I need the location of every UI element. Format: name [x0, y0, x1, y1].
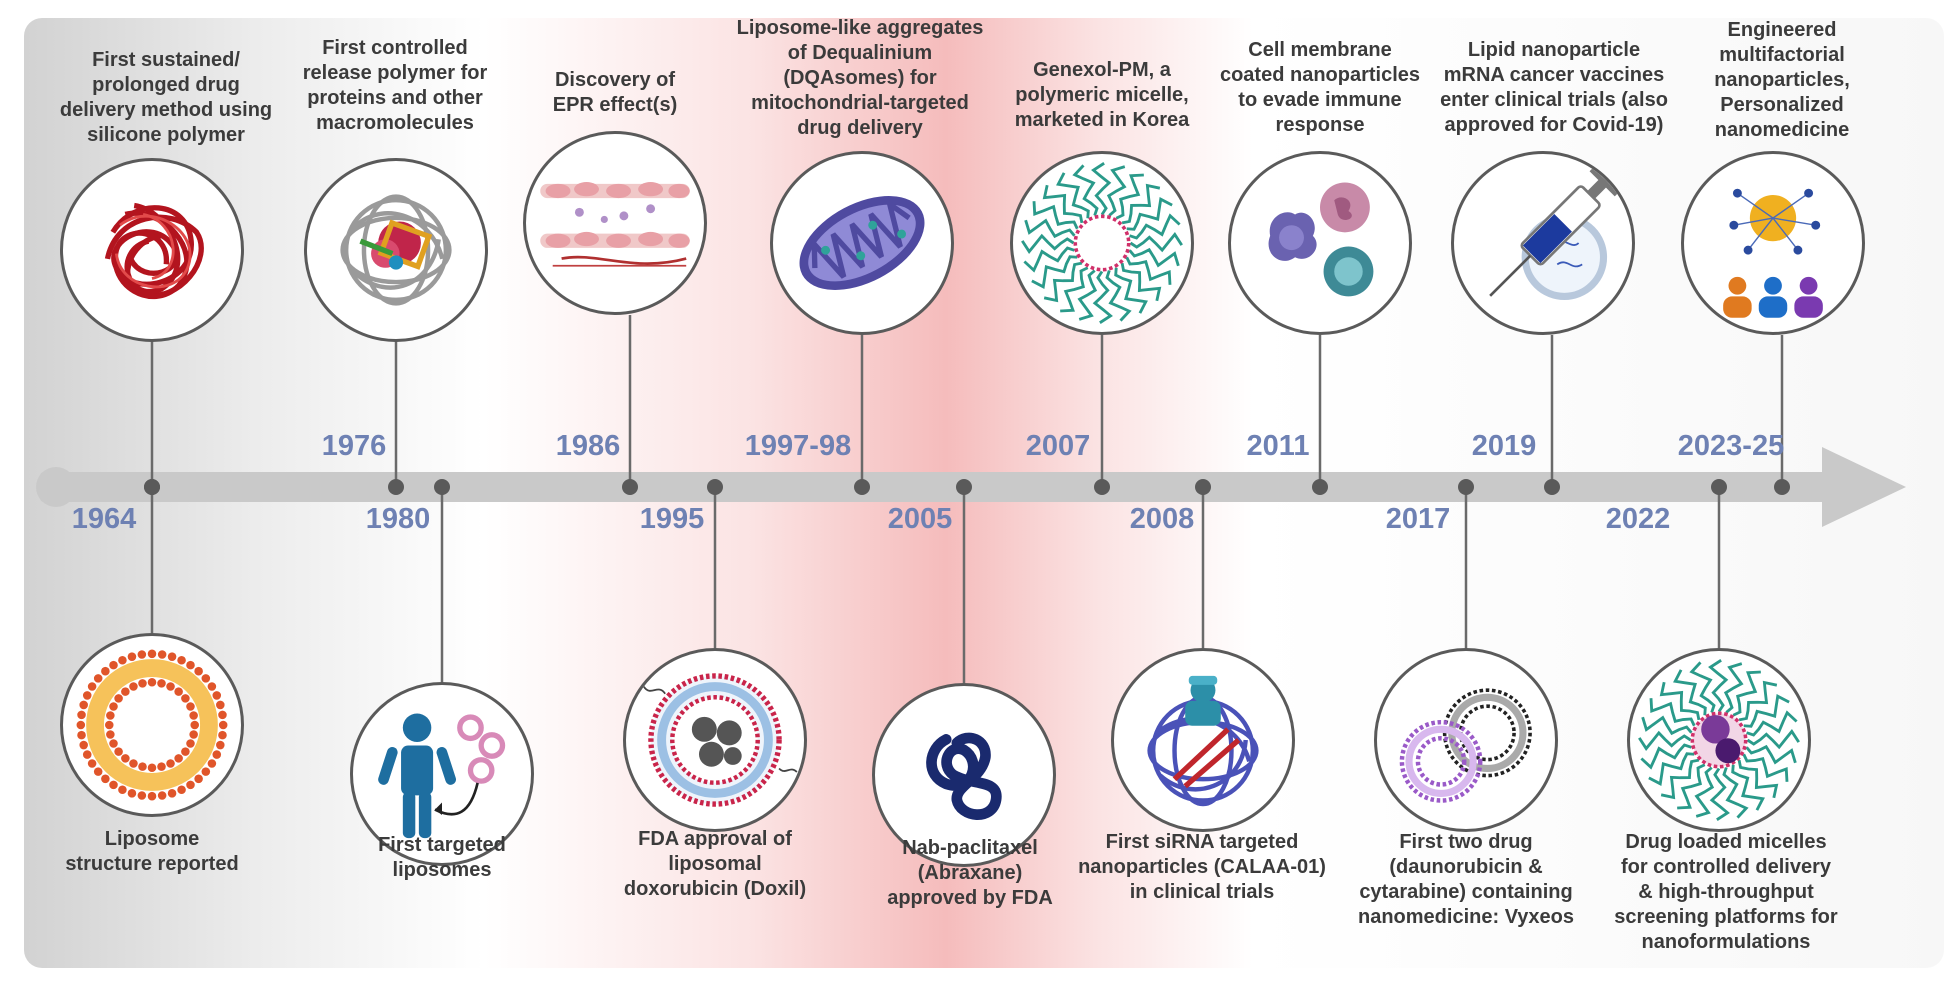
- timeline-dot: [1094, 479, 1110, 495]
- timeline-dot: [144, 479, 160, 495]
- timeline-dot: [1195, 479, 1211, 495]
- sirna-nanoparticle-icon: [1111, 648, 1295, 832]
- mitochondria-icon: [770, 151, 954, 335]
- timeline-dot: [854, 479, 870, 495]
- year-1964: 1964: [71, 503, 137, 535]
- timeline-arrow-shaft: [40, 472, 1840, 502]
- personalized-nanomedicine-icon: [1681, 151, 1865, 335]
- year-2008: 2008: [1129, 503, 1195, 535]
- liposome-ring-icon: [60, 633, 244, 817]
- year-1976: 1976: [321, 430, 387, 462]
- timeline-dot: [1711, 479, 1727, 495]
- immune-cells-icon: [1228, 151, 1412, 335]
- timeline-dot: [1312, 479, 1328, 495]
- year-2017: 2017: [1385, 503, 1451, 535]
- polymer-protein-icon: [304, 158, 488, 342]
- timeline-dot: [956, 479, 972, 495]
- timeline-dot: [434, 479, 450, 495]
- year-1980: 1980: [365, 503, 431, 535]
- blood-vessel-icon: [523, 131, 707, 315]
- year-2007: 2007: [1025, 430, 1091, 462]
- dual-liposome-icon: [1374, 648, 1558, 832]
- albumin-nanoparticle-icon: [872, 683, 1056, 867]
- syringe-lnp-icon: [1451, 151, 1635, 335]
- tangled-polymer-icon: [60, 158, 244, 342]
- year-2005: 2005: [887, 503, 953, 535]
- person-liposomes-icon: [350, 682, 534, 866]
- label-2005: Nab-paclitaxel(Abraxane)approved by FDA: [887, 837, 1053, 909]
- timeline-dot: [707, 479, 723, 495]
- timeline-dot: [622, 479, 638, 495]
- year-1986: 1986: [555, 430, 621, 462]
- timeline-dot: [1544, 479, 1560, 495]
- label-2017: First two drug(daunorubicin &cytarabine)…: [1358, 831, 1574, 928]
- timeline-dot: [1774, 479, 1790, 495]
- drug-micelle-icon: [1627, 648, 1811, 832]
- timeline-arrow-head: [1822, 447, 1906, 527]
- polymeric-micelle-icon: [1010, 151, 1194, 335]
- year-2019: 2019: [1471, 430, 1537, 462]
- year-1997-98: 1997-98: [744, 430, 852, 462]
- timeline-dot: [1458, 479, 1474, 495]
- doxil-liposome-icon: [623, 648, 807, 832]
- timeline-arrow-tail: [36, 467, 76, 507]
- year-2022: 2022: [1605, 503, 1671, 535]
- timeline-dot: [388, 479, 404, 495]
- year-2011: 2011: [1246, 430, 1310, 462]
- year-2023-25: 2023-25: [1677, 430, 1785, 462]
- year-1995: 1995: [639, 503, 705, 535]
